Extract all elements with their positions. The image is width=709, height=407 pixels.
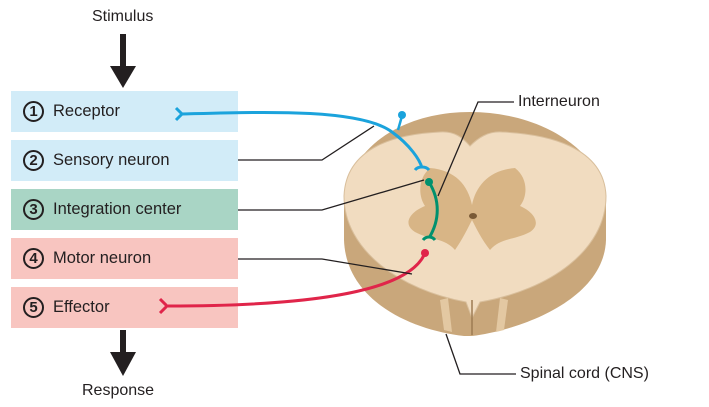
stimulus-arrow [110,34,136,88]
spinal-cord-section [344,112,606,336]
response-arrow [110,330,136,376]
spinal-cord-label: Spinal cord (CNS) [520,365,649,383]
interneuron-label: Interneuron [518,93,600,111]
